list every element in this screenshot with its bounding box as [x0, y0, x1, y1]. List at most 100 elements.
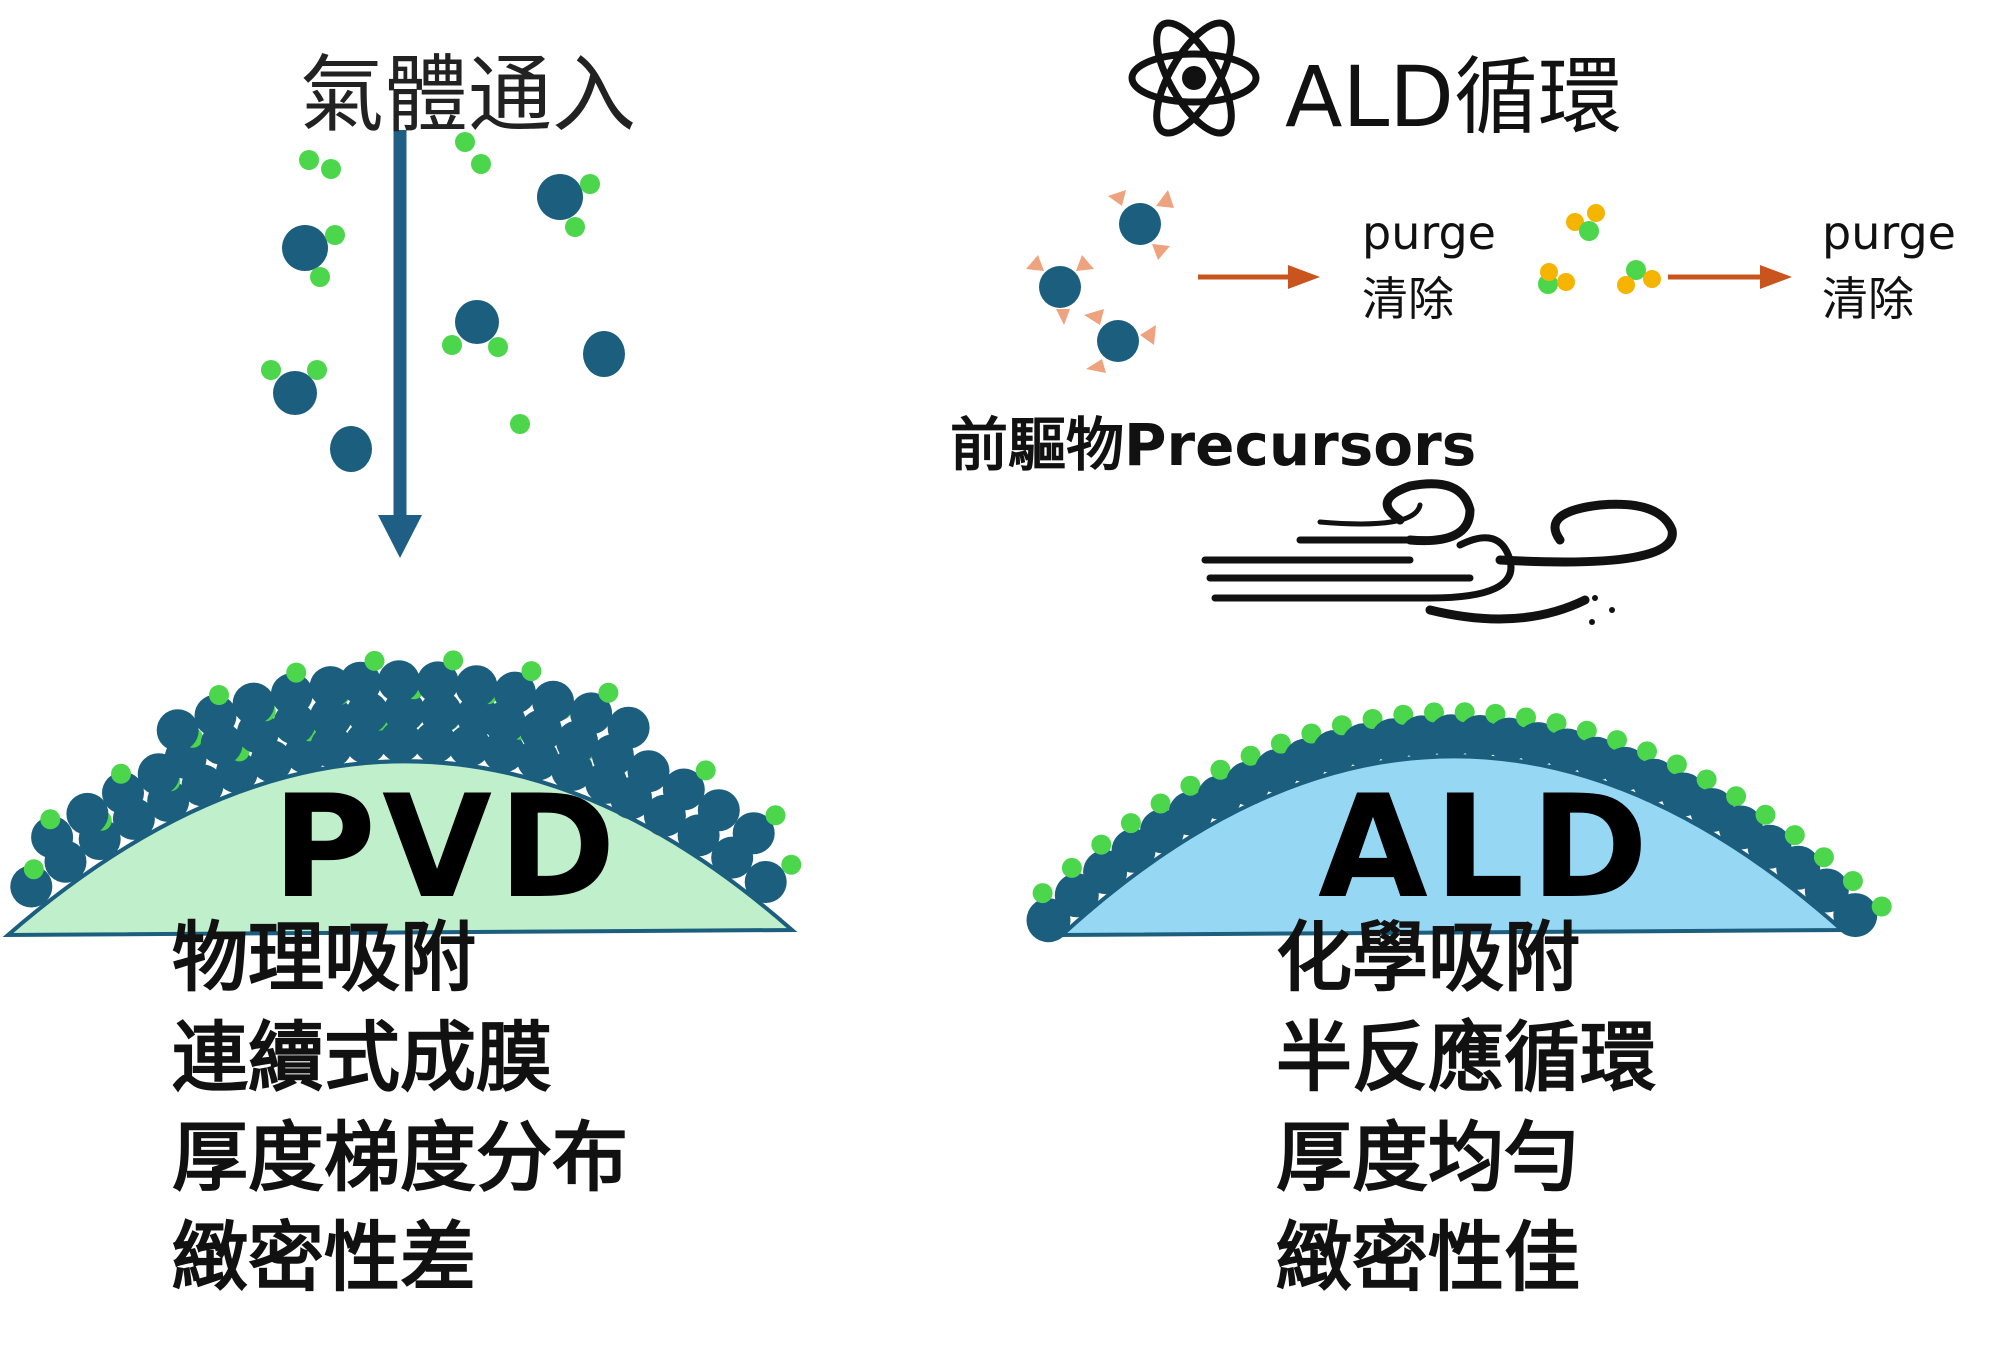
deposit-adatom: [1666, 754, 1687, 775]
ald-feature-1: 化學吸附: [1276, 913, 1580, 1002]
deposit-adatom: [1784, 825, 1805, 846]
wind-icon: [1201, 479, 1677, 625]
deposit-atom: [732, 812, 775, 855]
deposit-adatom: [1696, 769, 1717, 790]
deposit-adatom: [765, 805, 786, 826]
deposit-atom: [156, 709, 199, 752]
deposit-adatom: [1637, 741, 1657, 762]
deposit-adatom: [1240, 745, 1261, 766]
gas-inflow-title: 氣體通入: [300, 46, 637, 144]
deposit-adatom: [286, 662, 307, 683]
ald-deposit-layer: [1026, 702, 1892, 943]
deposit-adatom: [443, 650, 464, 671]
deposit-atom: [493, 671, 536, 714]
ald-feature-4: 緻密性佳: [1276, 1213, 1580, 1302]
ald-feature-list: 化學吸附 半反應循環 厚度均勻 緻密性佳: [1276, 908, 1656, 1308]
reactant-molecules: [1538, 204, 1661, 294]
deposit-adatom: [1150, 793, 1171, 814]
precursor-molecules: [1026, 190, 1174, 373]
deposit-adatom: [1813, 847, 1834, 868]
pvd-feature-list: 物理吸附 連續式成膜 厚度梯度分布 緻密性差: [172, 908, 628, 1308]
deposit-adatom: [1032, 883, 1053, 904]
deposit-adatom: [1485, 703, 1506, 724]
deposit-atom: [194, 694, 237, 737]
purge-arrow-2: [1668, 265, 1792, 289]
precursors-label: 前驅物Precursors: [950, 411, 1477, 479]
deposit-adatom: [1424, 702, 1444, 723]
deposit-adatom: [1755, 804, 1776, 825]
deposit-atom: [310, 725, 353, 768]
purge-step-2: purge 清除: [1822, 200, 1956, 332]
deposit-atom: [482, 730, 525, 773]
deposit-adatom: [1726, 786, 1747, 807]
deposit-atom: [309, 695, 352, 738]
ald-cycle-title: ALD循環: [1285, 48, 1622, 146]
atom-icon: [1128, 19, 1260, 137]
deposit-adatom: [1546, 713, 1567, 734]
pvd-label: PVD: [272, 765, 622, 930]
deposit-atom: [697, 789, 740, 832]
gas-inflow-arrow: [378, 130, 422, 558]
ald-feature-2: 半反應循環: [1276, 1013, 1656, 1102]
deposit-atom: [31, 816, 74, 859]
deposit-adatom: [1362, 709, 1383, 729]
pvd-feature-1: 物理吸附: [172, 913, 476, 1002]
deposit-adatom: [23, 859, 44, 880]
deposit-atom: [232, 682, 275, 725]
deposit-adatom: [1331, 715, 1352, 736]
purge-step-1-zh: 清除: [1362, 272, 1454, 326]
deposit-adatom: [1842, 871, 1863, 891]
deposit-atom: [339, 661, 382, 704]
ald-label: ALD: [1318, 765, 1655, 930]
purge-step-2-en: purge: [1822, 206, 1956, 260]
deposit-atom: [1833, 893, 1878, 938]
deposit-atom: [344, 721, 387, 764]
deposit-adatom: [1576, 720, 1597, 741]
pvd-feature-2: 連續式成膜: [172, 1013, 552, 1102]
deposit-atom: [102, 771, 144, 814]
deposit-atom: [1026, 898, 1071, 943]
purge-step-2-zh: 清除: [1822, 272, 1914, 326]
purge-step-1-en: purge: [1362, 206, 1496, 260]
deposit-adatom: [1516, 707, 1536, 728]
deposit-adatom: [1454, 702, 1475, 723]
deposit-atom: [10, 865, 53, 908]
deposit-atom: [744, 861, 787, 903]
ald-feature-3: 厚度均勻: [1276, 1113, 1580, 1202]
deposit-adatom: [1091, 834, 1112, 855]
deposit-atom: [66, 792, 109, 835]
gas-molecules: [261, 132, 625, 472]
pvd-deposit-layer: [10, 650, 802, 908]
deposit-adatom: [1120, 813, 1141, 834]
pvd-substrate: [2, 759, 798, 938]
pvd-feature-4: 緻密性差: [172, 1213, 476, 1302]
deposit-adatom: [598, 682, 619, 703]
purge-arrow-1: [1198, 265, 1320, 289]
deposit-atom: [416, 661, 459, 704]
deposit-adatom: [1393, 704, 1414, 725]
deposit-adatom: [521, 661, 542, 682]
deposit-adatom: [364, 650, 385, 671]
deposit-atom: [607, 706, 650, 749]
deposit-atom: [532, 680, 575, 723]
deposit-adatom: [781, 854, 802, 875]
deposit-adatom: [1180, 775, 1201, 796]
deposit-adatom: [1210, 759, 1231, 780]
deposit-adatom: [1270, 733, 1291, 754]
deposit-adatom: [1061, 857, 1082, 878]
deposit-atom: [1804, 868, 1849, 913]
deposit-adatom: [111, 763, 131, 784]
pvd-feature-3: 厚度梯度分布: [172, 1113, 628, 1202]
deposit-atom: [627, 750, 670, 793]
deposit-adatom: [695, 760, 716, 781]
deposit-atom: [270, 673, 313, 716]
deposit-adatom: [1871, 896, 1892, 917]
deposit-atom: [662, 768, 705, 811]
deposit-adatom: [40, 809, 61, 830]
deposit-adatom: [1301, 723, 1322, 744]
deposit-atom: [378, 660, 420, 703]
deposit-atom: [570, 692, 613, 735]
deposit-adatom: [209, 685, 229, 705]
purge-step-1: purge 清除: [1362, 200, 1496, 332]
